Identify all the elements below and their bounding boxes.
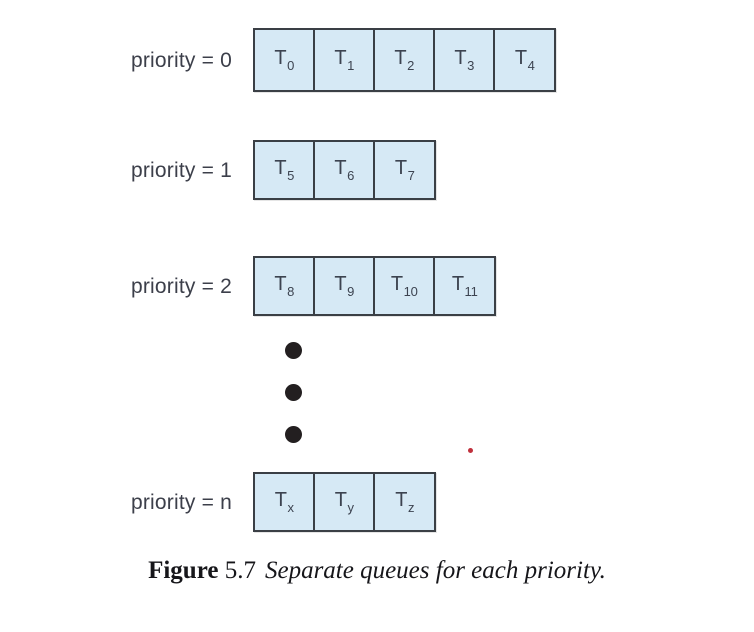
priority-label-2: priority = 2	[130, 274, 232, 298]
queue-row-priority-1: priority = 1 T5 T6 T7	[131, 140, 436, 200]
queue-row-priority-n: priority = n Tx Ty Tz	[131, 472, 436, 532]
queue-cell: T11	[435, 258, 494, 314]
queue-cell: Ty	[315, 474, 375, 530]
queue-cell: T7	[375, 142, 434, 198]
queue-cell: T5	[255, 142, 315, 198]
queue-boxes-priority-2: T8 T9 T10 T11	[253, 256, 496, 316]
priority-label-1: priority = 1	[130, 158, 232, 182]
queue-cell: T1	[315, 30, 375, 90]
queue-cell: T3	[435, 30, 495, 90]
queue-cell: T8	[255, 258, 315, 314]
caption-number: 5.7	[224, 557, 256, 584]
ellipsis-dot	[285, 342, 302, 359]
task-label: Tz	[395, 489, 415, 515]
task-label: T2	[394, 47, 415, 73]
task-label: Ty	[334, 489, 354, 515]
red-speck	[468, 448, 473, 453]
task-label: T11	[451, 273, 478, 299]
queue-boxes-priority-1: T5 T6 T7	[253, 140, 436, 200]
queue-cell: T4	[495, 30, 554, 90]
task-label: T0	[274, 47, 295, 73]
queue-boxes-priority-0: T0 T1 T2 T3 T4	[253, 28, 556, 92]
queue-cell: T2	[375, 30, 435, 90]
task-label: T8	[274, 273, 295, 299]
ellipsis-dot	[285, 426, 302, 443]
priority-label-0: priority = 0	[130, 48, 232, 72]
queue-cell: T9	[315, 258, 375, 314]
queue-boxes-priority-n: Tx Ty Tz	[253, 472, 436, 532]
task-label: T9	[334, 273, 355, 299]
queue-cell: T6	[315, 142, 375, 198]
task-label: T6	[334, 157, 355, 183]
task-label: T1	[334, 47, 355, 73]
task-label: T7	[394, 157, 415, 183]
task-label: T10	[390, 273, 418, 299]
ellipsis-dot	[285, 384, 302, 401]
queue-cell: T0	[255, 30, 315, 90]
task-label: T5	[274, 157, 295, 183]
task-label: T3	[454, 47, 475, 73]
queue-row-priority-0: priority = 0 T0 T1 T2 T3 T4	[131, 28, 556, 92]
vertical-ellipsis	[285, 342, 302, 452]
caption-text: Separate queues for each priority.	[264, 557, 606, 584]
queue-cell: T10	[375, 258, 435, 314]
priority-label-n: priority = n	[130, 490, 232, 514]
task-label: T4	[514, 47, 535, 73]
caption-label: Figure	[148, 557, 219, 584]
queue-cell: Tx	[255, 474, 315, 530]
queue-cell: Tz	[375, 474, 434, 530]
task-label: Tx	[274, 489, 294, 515]
queue-row-priority-2: priority = 2 T8 T9 T10 T11	[131, 256, 496, 316]
figure-caption: Figure 5.7 Separate queues for each prior…	[0, 556, 754, 586]
